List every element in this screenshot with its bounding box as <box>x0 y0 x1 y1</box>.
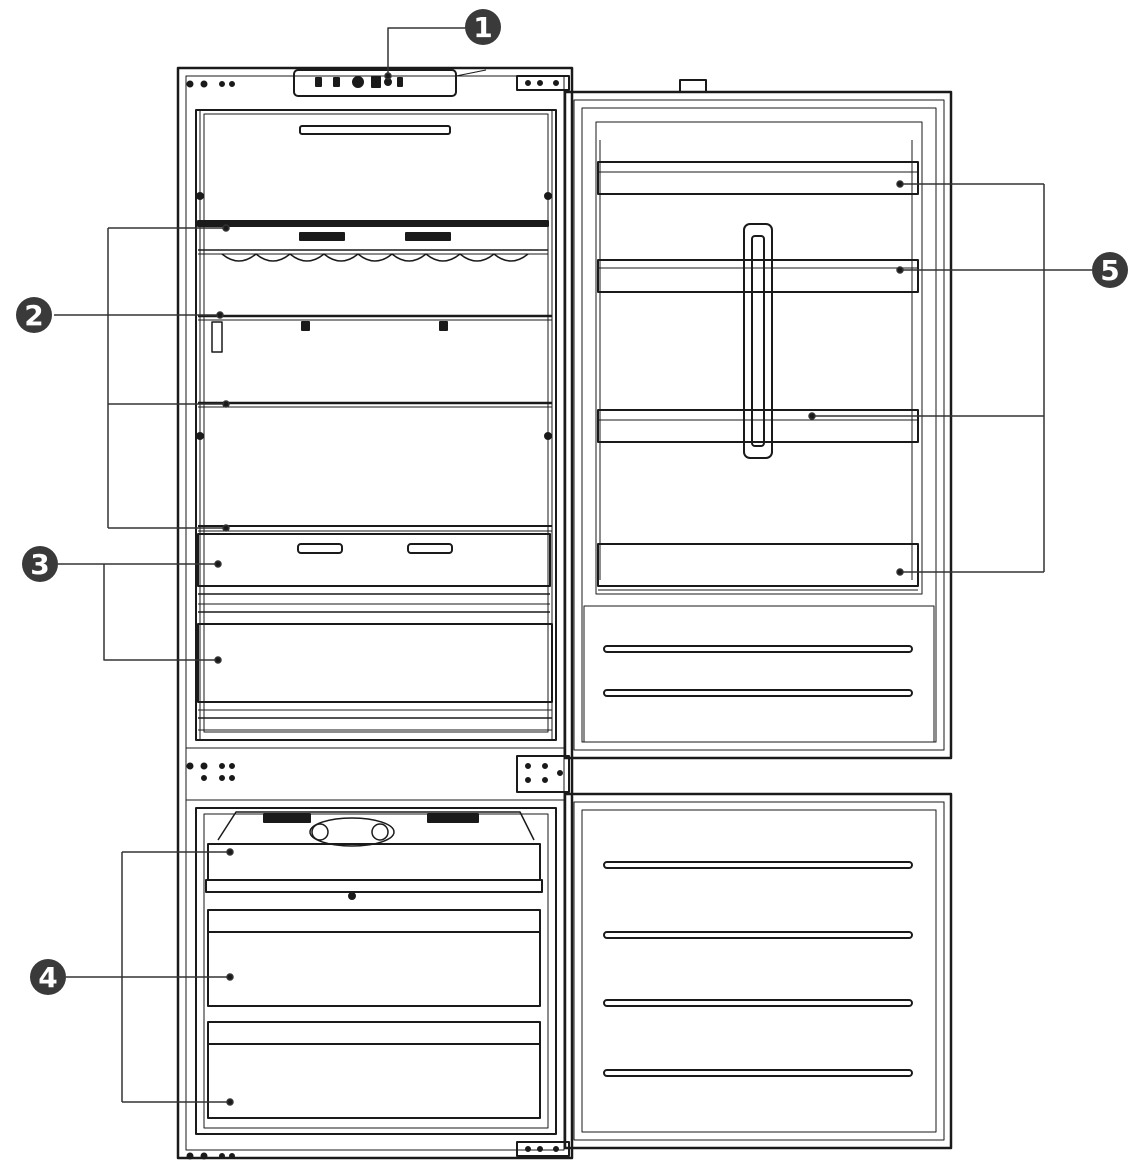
shelf-2 <box>198 314 552 331</box>
callout-5-label: 5 <box>1100 254 1119 287</box>
fridge-door <box>563 79 953 760</box>
freezer-door <box>563 792 953 1150</box>
leader-lines <box>54 27 1092 1106</box>
shelf-4 <box>198 525 552 532</box>
callout-2: 2 <box>16 297 52 333</box>
middle-hinge <box>186 747 570 801</box>
crisper-drawers <box>197 533 553 731</box>
callout-3-label: 3 <box>30 548 49 581</box>
callout-4-label: 4 <box>38 961 57 994</box>
freezer-compartment <box>195 807 557 1135</box>
freezer-drawer-3 <box>207 1021 541 1119</box>
fridge-compartment <box>195 109 557 741</box>
door-hinge-pin <box>679 79 707 93</box>
shelf-1 <box>197 220 549 262</box>
door-bin-4 <box>597 543 919 591</box>
crisper-drawer-upper <box>197 533 551 613</box>
callout-4: 4 <box>30 959 66 995</box>
door-bins <box>597 161 919 591</box>
top-hinge <box>186 75 570 91</box>
door-bin-2 <box>597 259 919 293</box>
callout-1: 1 <box>465 9 501 45</box>
freezer-drawer-1 <box>205 843 543 900</box>
fridge-shelves <box>197 220 552 532</box>
callout-5: 5 <box>1092 252 1128 288</box>
door-bin-1 <box>597 161 919 195</box>
light-bar <box>299 125 451 135</box>
door-bin-3 <box>597 409 919 443</box>
control-panel <box>293 69 487 97</box>
fridge-door-lower-panel <box>583 605 935 743</box>
freezer-drawers <box>205 843 543 1119</box>
freezer-drawer-2 <box>207 909 541 1007</box>
cabinet <box>176 66 574 1160</box>
crisper-drawer-lower <box>197 623 553 731</box>
shelf-3 <box>198 401 552 408</box>
callout-3: 3 <box>22 546 58 582</box>
callout-1-label: 1 <box>473 11 492 44</box>
door-handle <box>743 223 773 459</box>
callout-2-label: 2 <box>24 299 43 332</box>
ice-maker <box>217 811 535 847</box>
